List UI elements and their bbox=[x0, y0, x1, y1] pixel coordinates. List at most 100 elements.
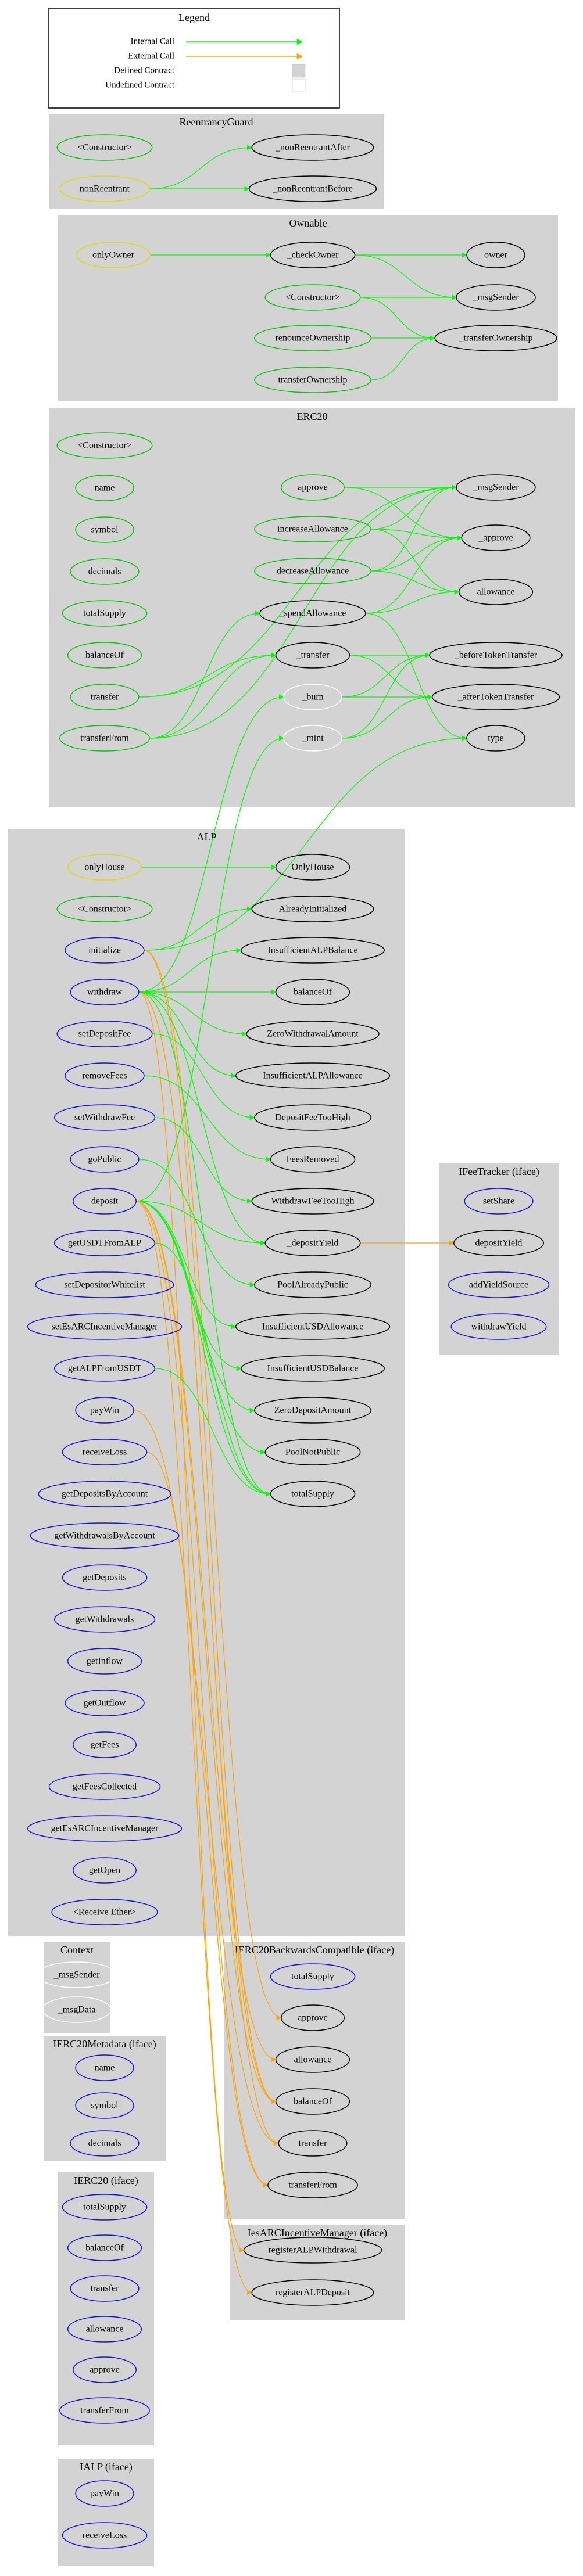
node-a-goPublic[interactable]: goPublic bbox=[70, 1146, 140, 1173]
node-a--depositYield[interactable]: _depositYield bbox=[264, 1230, 361, 1256]
node-e-spendAllow[interactable]: _spendAllowance bbox=[259, 600, 366, 627]
node-b-balanceOf[interactable]: balanceOf bbox=[275, 2088, 350, 2115]
node-f-withdrawYield[interactable]: withdrawYield bbox=[450, 1313, 547, 1340]
node-ow-transferOwnPub[interactable]: transferOwnership bbox=[254, 367, 371, 393]
node-e-allowance[interactable]: allowance bbox=[458, 579, 534, 605]
node-a-getOutflow[interactable]: getOutflow bbox=[65, 1690, 145, 1716]
node-e-name[interactable]: name bbox=[75, 475, 134, 501]
node-a-PoolNotPublic[interactable]: PoolNotPublic bbox=[264, 1439, 361, 1465]
node-a-withdraw[interactable]: withdraw bbox=[70, 979, 140, 1005]
node-x-totalSupply[interactable]: totalSupply bbox=[62, 2194, 148, 2221]
node-a-getEsARC[interactable]: getEsARCIncentiveManager bbox=[27, 1815, 183, 1842]
node-x-approve[interactable]: approve bbox=[73, 2356, 137, 2383]
node-b-approve[interactable]: approve bbox=[281, 2004, 345, 2031]
node-a-setDepositFee[interactable]: setDepositFee bbox=[56, 1021, 153, 1047]
node-b-transferFrom[interactable]: transferFrom bbox=[267, 2172, 358, 2198]
node-i-regWithdrawal[interactable]: registerALPWithdrawal bbox=[243, 2237, 382, 2264]
node-e-afterTT[interactable]: _afterTokenTransfer bbox=[431, 684, 560, 710]
node-a-onlyHouse[interactable]: onlyHouse bbox=[67, 854, 142, 881]
node-ow-check[interactable]: _checkOwner bbox=[270, 242, 356, 268]
node-e-decAllow[interactable]: decreaseAllowance bbox=[254, 558, 371, 584]
node-e--mint[interactable]: _mint bbox=[283, 725, 342, 752]
node-p-payWin[interactable]: payWin bbox=[75, 2480, 134, 2507]
node-c-msgSender[interactable]: _msgSender bbox=[37, 1961, 117, 1988]
node-a-payWin[interactable]: payWin bbox=[75, 1397, 134, 1424]
node-a-DepositFeeTooHigh[interactable]: DepositFeeTooHigh bbox=[254, 1104, 371, 1131]
node-a-AlreadyInitialized[interactable]: AlreadyInitialized bbox=[251, 896, 374, 922]
node-a-InsufficientALPBalance[interactable]: InsufficientALPBalance bbox=[241, 937, 385, 964]
node-x-transfer[interactable]: transfer bbox=[70, 2275, 140, 2302]
node-a-getInflow[interactable]: getInflow bbox=[67, 1648, 142, 1675]
node-e-beforeTT[interactable]: _beforeTokenTransfer bbox=[429, 642, 563, 669]
node-a-WithdrawFeeTooHigh[interactable]: WithdrawFeeTooHigh bbox=[251, 1188, 374, 1215]
node-a-getDeposits[interactable]: getDeposits bbox=[62, 1564, 148, 1591]
node-f-setShare[interactable]: setShare bbox=[464, 1188, 534, 1215]
node-x-balanceOf[interactable]: balanceOf bbox=[67, 2234, 142, 2261]
node-e-totalSupply[interactable]: totalSupply bbox=[62, 600, 148, 627]
node-a-FeesRemoved[interactable]: FeesRemoved bbox=[270, 1146, 356, 1173]
node-b-transfer[interactable]: transfer bbox=[278, 2130, 348, 2157]
node-rg-after[interactable]: _nonReentrantAfter bbox=[251, 134, 374, 161]
node-a-getWithdrawalsByAccount[interactable]: getWithdrawalsByAccount bbox=[30, 1522, 180, 1549]
node-ow-msgSender[interactable]: _msgSender bbox=[456, 284, 536, 311]
node-e-type[interactable]: type bbox=[466, 725, 525, 752]
node-i-regDeposit[interactable]: registerALPDeposit bbox=[251, 2279, 374, 2306]
node-a-receiveLoss[interactable]: receiveLoss bbox=[62, 1439, 148, 1465]
node-x-transferFrom[interactable]: transferFrom bbox=[59, 2397, 150, 2424]
node-ow-renounce[interactable]: renounceOwnership bbox=[254, 325, 371, 351]
node-m-symbol[interactable]: symbol bbox=[75, 2092, 134, 2119]
node-a-getDepositsByAccount[interactable]: getDepositsByAccount bbox=[38, 1481, 171, 1507]
node-ow-owner[interactable]: owner bbox=[466, 242, 525, 268]
node-e-ctor[interactable]: <Constructor> bbox=[56, 432, 153, 459]
node-e--transfer[interactable]: _transfer bbox=[275, 642, 350, 669]
node-e-transferFrom[interactable]: transferFrom bbox=[59, 725, 150, 752]
node-e-decimals[interactable]: decimals bbox=[70, 558, 140, 585]
node-a-deposit[interactable]: deposit bbox=[73, 1188, 137, 1215]
node-m-name[interactable]: name bbox=[75, 2054, 134, 2081]
node-e-msgSender[interactable]: _msgSender bbox=[456, 474, 536, 501]
node-a-removeFees[interactable]: removeFees bbox=[65, 1062, 145, 1089]
node-a-getOpen[interactable]: getOpen bbox=[73, 1857, 137, 1884]
node-ow-onlyOwner[interactable]: onlyOwner bbox=[76, 242, 151, 268]
node-f-addYieldSource[interactable]: addYieldSource bbox=[448, 1271, 550, 1298]
node-a-ZeroWithdrawalAmount[interactable]: ZeroWithdrawalAmount bbox=[246, 1021, 380, 1047]
node-rg-before[interactable]: _nonReentrantBefore bbox=[248, 175, 377, 202]
node-rg-nonReentrant[interactable]: nonReentrant bbox=[59, 175, 150, 202]
node-p-receiveLoss[interactable]: receiveLoss bbox=[62, 2522, 148, 2549]
node-a-getFeesCollected[interactable]: getFeesCollected bbox=[48, 1773, 161, 1800]
node-e-approve[interactable]: approve bbox=[281, 474, 345, 501]
node-a-initialize[interactable]: initialize bbox=[65, 937, 145, 964]
node-a-InsufficientUSDAllowance[interactable]: InsufficientUSDAllowance bbox=[235, 1313, 391, 1340]
node-c-msgData[interactable]: _msgData bbox=[42, 1996, 112, 2023]
node-a-ZeroDepositAmount[interactable]: ZeroDepositAmount bbox=[254, 1397, 371, 1424]
node-a-receiveEther[interactable]: <Receive Ether> bbox=[51, 1899, 158, 1925]
node-a-getALPFromUSDT[interactable]: getALPFromUSDT bbox=[53, 1355, 156, 1382]
node-a-setEsARC[interactable]: setEsARCIncentiveManager bbox=[27, 1313, 183, 1340]
node-ow-ctor[interactable]: <Constructor> bbox=[264, 284, 361, 311]
node-a-InsufficientALPAllowance[interactable]: InsufficientALPAllowance bbox=[235, 1062, 391, 1089]
node-e-incAllow[interactable]: increaseAllowance bbox=[254, 516, 371, 542]
node-a-OnlyHouse[interactable]: OnlyHouse bbox=[275, 854, 350, 881]
node-b-totalSupply[interactable]: totalSupply bbox=[270, 1963, 356, 1990]
node-a-totalSupply[interactable]: totalSupply bbox=[270, 1481, 356, 1507]
node-a-setDepositorWhitelist[interactable]: setDepositorWhitelist bbox=[35, 1271, 174, 1298]
node-b-allowance[interactable]: allowance bbox=[275, 2046, 350, 2073]
node-a-balanceOf[interactable]: balanceOf bbox=[275, 979, 350, 1005]
node-a-getUSDTFromALP[interactable]: getUSDTFromALP bbox=[53, 1230, 156, 1256]
node-a-getWithdrawals[interactable]: getWithdrawals bbox=[53, 1606, 156, 1633]
node-m-decimals[interactable]: decimals bbox=[70, 2130, 140, 2157]
node-a-ctor[interactable]: <Constructor> bbox=[56, 896, 153, 922]
node-x-allowance[interactable]: allowance bbox=[67, 2316, 142, 2343]
node-a-setWithdrawFee[interactable]: setWithdrawFee bbox=[53, 1104, 156, 1131]
node-f-depositYield[interactable]: depositYield bbox=[453, 1230, 544, 1256]
node-e-balanceOf[interactable]: balanceOf bbox=[67, 642, 142, 669]
node-rg-ctor[interactable]: <Constructor> bbox=[56, 134, 153, 161]
node-e--burn[interactable]: _burn bbox=[283, 684, 342, 710]
node-a-PoolAlreadyPublic[interactable]: PoolAlreadyPublic bbox=[254, 1271, 371, 1298]
node-ow-transferOwn[interactable]: _transferOwnership bbox=[434, 325, 557, 351]
node-a-getFees[interactable]: getFees bbox=[73, 1731, 137, 1758]
node-e-symbol[interactable]: symbol bbox=[75, 516, 134, 543]
node-e-transfer[interactable]: transfer bbox=[70, 684, 140, 710]
node-a-InsufficientUSDBalance[interactable]: InsufficientUSDBalance bbox=[241, 1355, 385, 1382]
node-e--approve[interactable]: _approve bbox=[461, 524, 531, 551]
